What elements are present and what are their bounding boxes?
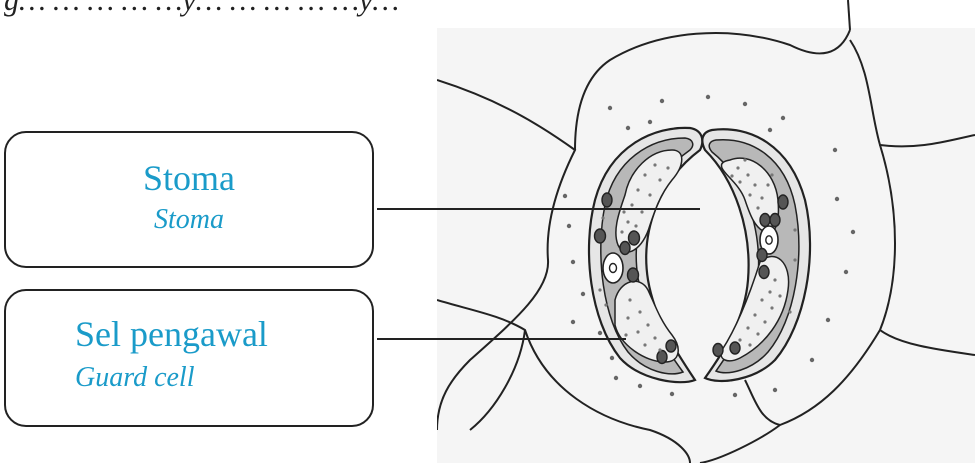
right-guard-cell-nucleolus <box>765 235 773 245</box>
right-guard-cell-granules <box>730 158 797 347</box>
stoma-label-english: Stoma <box>154 203 224 235</box>
left-guard-cell-cytoplasm-upper <box>615 149 683 253</box>
guard-cell-label-english: Guard cell <box>75 361 195 393</box>
right-guard-cell-cytoplasm-lower <box>720 255 790 362</box>
epidermal-cell-wall <box>849 39 975 148</box>
cropped-caption-text: g… … … … …y… … … … …y… <box>4 0 400 17</box>
left-guard-cell-cytoplasm-lower <box>614 280 679 363</box>
left-guard-cell-chloroplasts <box>593 192 677 365</box>
epidermal-cell-wall <box>744 379 781 426</box>
epidermal-cell-wall <box>437 79 577 431</box>
guard-cell-label-malay: Sel pengawal <box>75 314 268 354</box>
left-guard-cell <box>587 126 704 384</box>
left-guard-cell-nucleolus <box>608 262 618 274</box>
epidermal-cell-wall <box>469 329 526 431</box>
epidermal-cell-wall <box>699 329 881 463</box>
right-guard-cell <box>701 128 812 382</box>
guard-cell-label-box: Sel pengawal Guard cell <box>4 289 374 427</box>
stoma-label-box: Stoma Stoma <box>4 131 374 268</box>
epidermal-cell-wall <box>574 29 851 151</box>
right-guard-cell-chloroplasts <box>712 194 789 358</box>
epidermal-cell-wall <box>878 144 975 356</box>
epidermal-cell-wall <box>847 0 851 31</box>
stoma-label-malay: Stoma <box>142 158 235 198</box>
left-guard-cell-granules <box>598 163 670 352</box>
epidermal-cell-wall <box>437 299 691 463</box>
epidermal-dots <box>562 94 856 398</box>
epidermal-cells <box>437 0 975 463</box>
